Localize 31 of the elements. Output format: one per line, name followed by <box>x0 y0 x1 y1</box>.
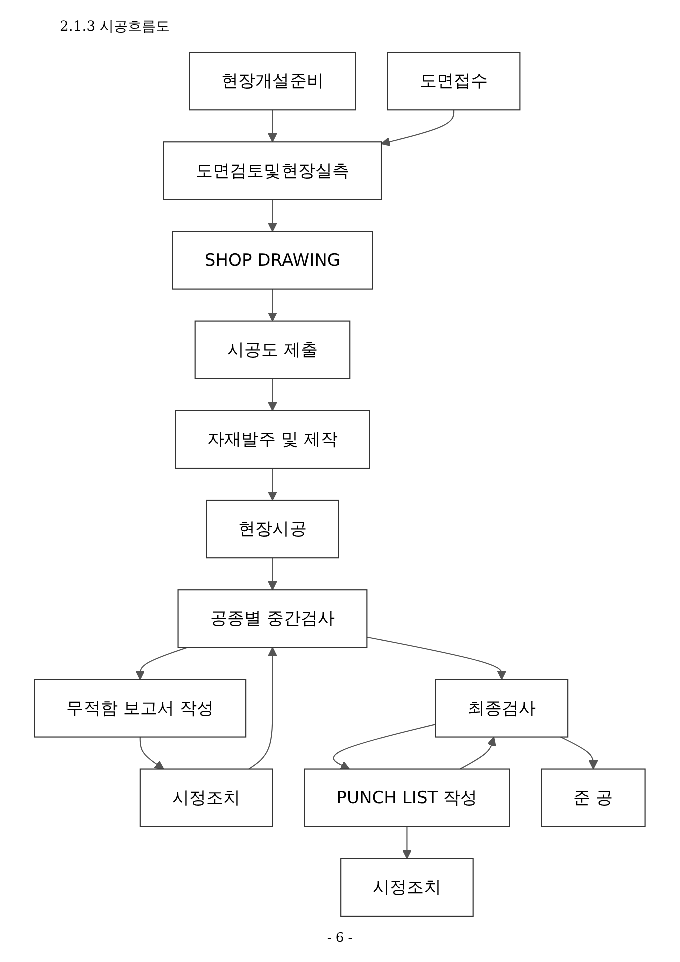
arrow <box>248 647 278 770</box>
node-box: PUNCH LIST 작성 <box>304 768 510 828</box>
node-box: SHOP DRAWING <box>172 231 374 290</box>
node-box: 공종별 중간검사 <box>178 590 368 648</box>
node-box: 준 공 <box>541 768 646 828</box>
page-number: - 6 - <box>327 931 353 946</box>
diagram-title: 2.1.3 시공흐름도 <box>60 18 170 36</box>
arrow <box>367 636 507 680</box>
node-box: 도면접수 <box>387 52 521 111</box>
node-box: 시정조치 <box>140 768 274 828</box>
arrow <box>268 200 278 232</box>
node-box: 최종검사 <box>435 679 569 738</box>
arrow <box>268 378 278 412</box>
arrow <box>140 737 164 770</box>
arrow <box>268 468 278 501</box>
arrow <box>136 647 188 680</box>
node-box: 도면검토및현장실측 <box>163 142 382 200</box>
node-box: 시정조치 <box>340 858 474 917</box>
arrow <box>560 736 598 770</box>
node-box: 현장개설준비 <box>189 52 356 111</box>
node-box: 무적함 보고서 작성 <box>34 679 247 738</box>
arrow <box>268 558 278 591</box>
arrow <box>268 289 278 322</box>
node-box: 현장시공 <box>206 500 340 559</box>
arrow <box>460 736 496 770</box>
arrow <box>333 724 436 770</box>
node-box: 자재발주 및 제작 <box>175 410 370 470</box>
node-box: 시공도 제출 <box>194 320 351 380</box>
arrow <box>402 826 412 860</box>
arrow <box>268 110 278 143</box>
arrow <box>381 110 455 147</box>
